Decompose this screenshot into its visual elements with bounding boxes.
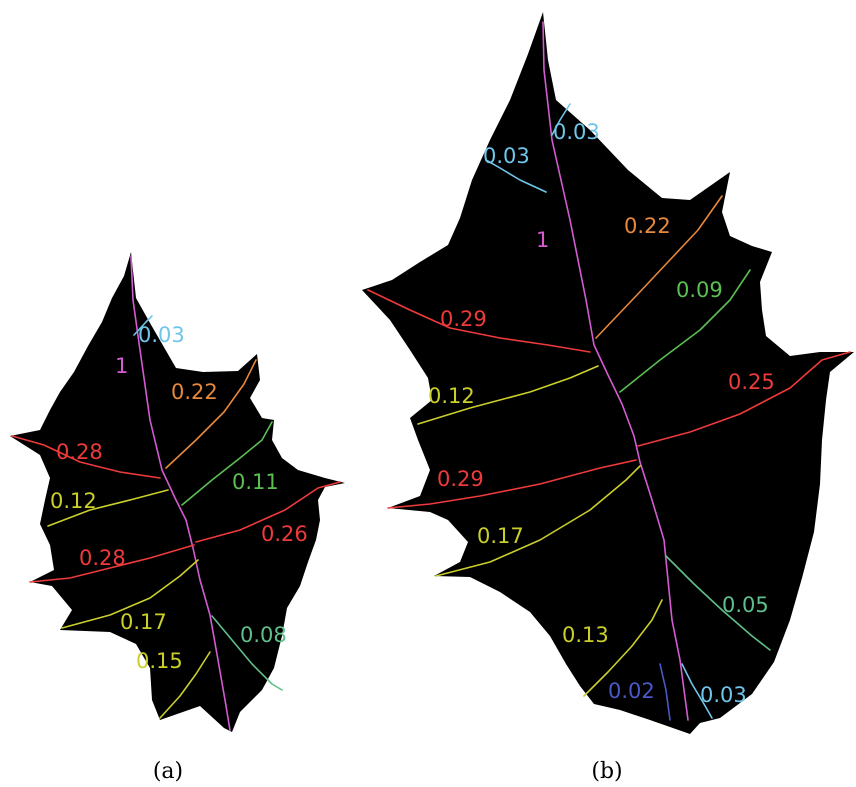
vein-a-017 <box>61 559 199 629</box>
vein-a-008 <box>211 615 283 691</box>
label-a-012: 0.12 <box>50 489 97 513</box>
vein-b-017 <box>435 465 641 577</box>
label-a-022: 0.22 <box>171 380 218 404</box>
label-b-003-left: 0.03 <box>483 144 530 168</box>
caption-b: (b) <box>591 759 622 784</box>
vein-a-003 <box>133 315 153 336</box>
vein-b-002 <box>659 663 671 721</box>
label-b-002: 0.02 <box>608 679 655 703</box>
vein-b-025 <box>637 351 851 447</box>
vein-b-005 <box>665 555 771 651</box>
label-b-017: 0.17 <box>477 524 524 548</box>
label-b-009: 0.09 <box>676 278 723 302</box>
vein-a-028-upper <box>11 435 161 479</box>
vein-a-028-lower <box>29 544 195 583</box>
label-b-012: 0.12 <box>428 384 475 408</box>
vein-a-011 <box>181 421 273 506</box>
label-b-013: 0.13 <box>562 623 609 647</box>
label-b-005: 0.05 <box>722 593 769 617</box>
vein-a-022 <box>165 359 257 469</box>
leaf-a-silhouette <box>10 252 345 732</box>
label-b-025: 0.25 <box>728 370 775 394</box>
midrib-a <box>130 255 231 731</box>
vein-b-003-right <box>551 103 571 136</box>
label-b-029-lower: 0.29 <box>437 467 484 491</box>
label-a-1: 1 <box>115 354 128 378</box>
label-a-028-upper: 0.28 <box>56 440 103 464</box>
label-b-003-bottom: 0.03 <box>700 683 747 707</box>
label-a-017: 0.17 <box>120 610 167 634</box>
vein-b-029-upper <box>367 289 591 353</box>
caption-a: (a) <box>153 759 183 784</box>
leaf-b-silhouette <box>362 12 854 734</box>
midrib-b <box>542 21 689 721</box>
vein-a-015 <box>159 651 211 719</box>
vein-b-012 <box>417 365 599 425</box>
vein-b-022 <box>595 195 723 339</box>
label-a-003: 0.03 <box>138 323 185 347</box>
vein-a-026 <box>195 481 341 543</box>
label-a-011: 0.11 <box>232 470 279 494</box>
label-a-026: 0.26 <box>261 522 308 546</box>
label-a-015: 0.15 <box>136 649 183 673</box>
vein-a-012 <box>47 489 169 527</box>
vein-b-009 <box>619 269 751 393</box>
label-b-003-right: 0.03 <box>553 120 600 144</box>
label-a-008: 0.08 <box>240 623 287 647</box>
vein-b-013 <box>583 599 663 697</box>
label-a-028-lower: 0.28 <box>79 546 126 570</box>
vein-b-029-lower <box>387 459 637 509</box>
label-b-029-upper: 0.29 <box>440 307 487 331</box>
panel-b: 0.03 0.03 1 0.22 0.09 0.29 0.25 0.12 0.2… <box>362 12 854 734</box>
vein-b-003-bottom <box>681 663 713 719</box>
vein-b-003-left <box>485 159 547 193</box>
label-b-022: 0.22 <box>624 214 671 238</box>
panel-a: 1 0.03 0.22 0.28 0.11 0.12 0.26 0.28 0.1… <box>10 252 345 732</box>
label-b-1: 1 <box>536 228 549 252</box>
